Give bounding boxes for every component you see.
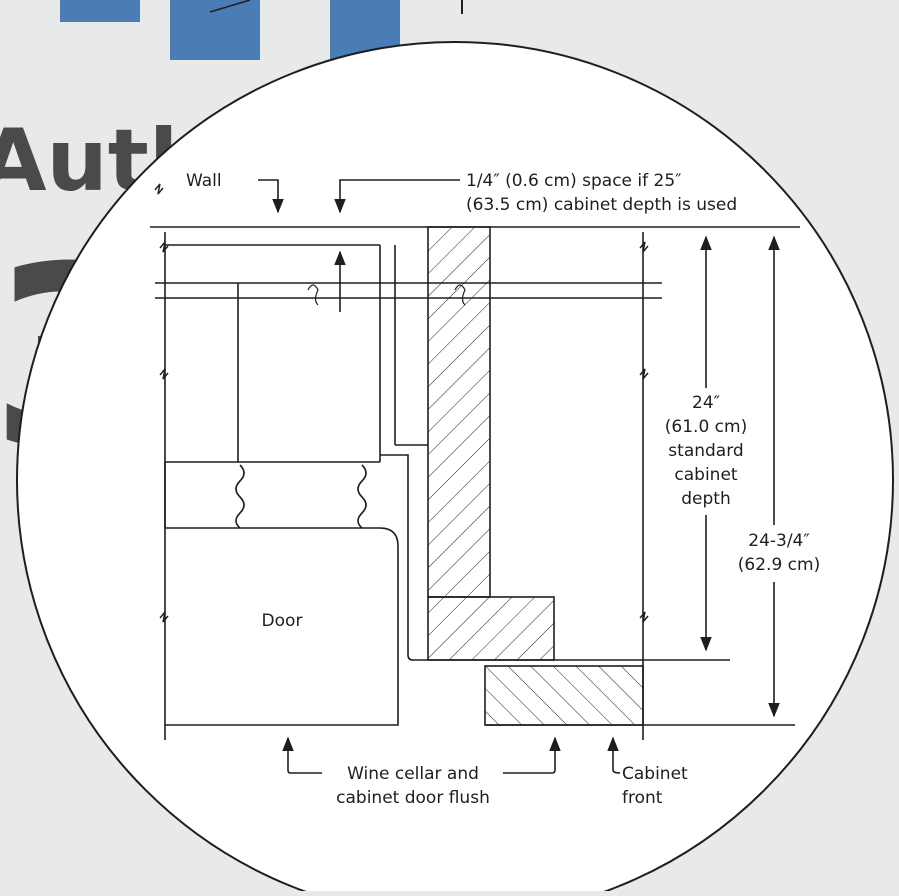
std-depth-label-5: depth — [681, 489, 730, 509]
spacing-label-line1: 1/4″ (0.6 cm) space if 25″ — [466, 171, 682, 191]
std-depth-label-1: 24″ — [692, 393, 720, 413]
wall-label: Wall — [186, 171, 222, 191]
cabinet-front-leader — [607, 736, 621, 774]
door-outline — [165, 527, 399, 726]
wavy-line-right — [357, 464, 367, 529]
total-depth-label-1: 24-3/4″ — [748, 531, 809, 551]
cabinet-base-panel — [427, 596, 555, 661]
cabinet-front-label-1: Cabinet — [622, 764, 688, 784]
wall-leader — [258, 179, 284, 214]
gasket-line — [380, 454, 428, 661]
flush-label-2: cabinet door flush — [336, 788, 490, 808]
std-depth-label-2: (61.0 cm) — [665, 417, 747, 437]
total-depth-label-2: (62.9 cm) — [738, 555, 820, 575]
spacing-label-line2: (63.5 cm) cabinet depth is used — [466, 195, 737, 215]
cabinet-front-label-2: front — [622, 788, 663, 808]
flush-leader-right — [503, 736, 561, 774]
std-depth-label-4: cabinet — [674, 465, 738, 485]
cabinet-front-panel — [484, 665, 644, 726]
top-leader — [209, 0, 251, 13]
door-label: Door — [262, 611, 303, 631]
wavy-line-left — [235, 464, 245, 529]
cabinet-side-panel — [427, 226, 491, 598]
flush-label-1: Wine cellar and — [347, 764, 479, 784]
flush-leader-left — [282, 736, 322, 774]
spacing-leader — [334, 179, 460, 214]
std-depth-label-3: standard — [668, 441, 743, 461]
